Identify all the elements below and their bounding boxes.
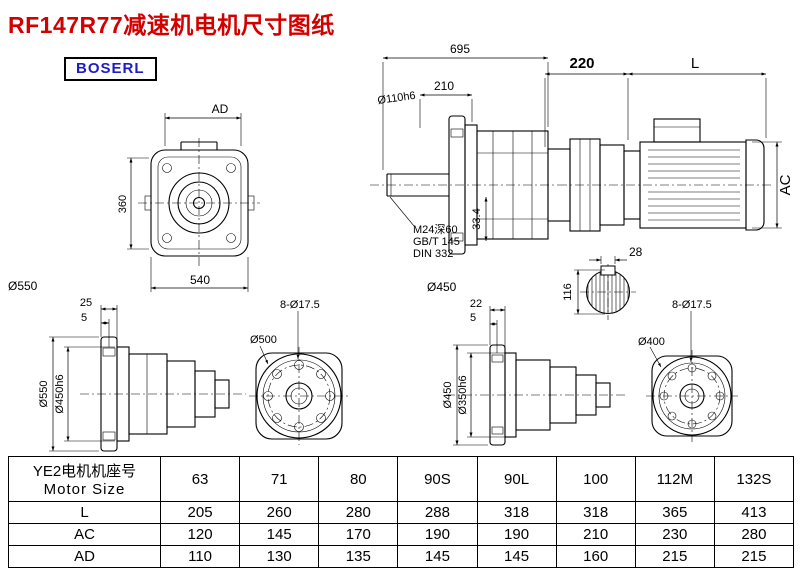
brand-logo: BOSERL (64, 57, 157, 81)
table-row-AC: AC 120 145 170 190 190 210 230 280 (8, 523, 795, 546)
cell-AD-90s: 145 (397, 545, 478, 568)
row-label-AD: AD (8, 545, 161, 568)
table-header-row: YE2电机机座号 Motor Size 63 71 80 90S 90L 100… (8, 456, 795, 502)
dim-spigot-450h6: Ø450h6 (54, 374, 66, 413)
dim-695: 695 (450, 42, 470, 56)
dim-33-4: 33.4 (471, 208, 483, 229)
cell-AC-90l: 190 (476, 523, 557, 546)
cell-AD-100: 160 (555, 545, 636, 568)
flange450-side-view: 22 5 Ø450 Ø350h6 (442, 298, 628, 446)
dim-outer-550: Ø550 (38, 381, 50, 408)
cell-L-90s: 288 (397, 501, 478, 524)
dim-holes-8x17-5b: 8-Ø17.5 (672, 299, 712, 311)
cell-L-71: 260 (239, 501, 320, 524)
dim-L: L (691, 55, 699, 72)
cell-L-132s: 413 (713, 501, 795, 524)
flange550-front-view: 8-Ø17.5 Ø500 (249, 299, 349, 445)
dim-210: 210 (434, 79, 454, 93)
cell-AC-90s: 190 (397, 523, 478, 546)
cell-AD-71: 130 (239, 545, 320, 568)
dim-5: 5 (81, 312, 87, 324)
dim-spigot-450: Ø450 (427, 280, 457, 294)
cell-AD-90l: 145 (476, 545, 557, 568)
cell-AC-132s: 280 (713, 523, 795, 546)
table-row-L: L 205 260 280 288 318 318 365 413 (8, 501, 795, 524)
dim-360: 360 (117, 195, 129, 213)
dim-22: 22 (470, 298, 482, 310)
cell-L-112m: 365 (634, 501, 715, 524)
shaft-keyway (600, 265, 616, 276)
motor-size-header: YE2电机机座号 Motor Size (8, 456, 161, 502)
gearbox-side-view: 695 210 Ø110h6 M24深60 GB/T 145 DIN 332 3… (370, 42, 558, 294)
cell-AD-80: 135 (318, 545, 399, 568)
cell-AC-100: 210 (555, 523, 636, 546)
dim-25: 25 (80, 297, 92, 309)
dim-ad: AD (212, 102, 229, 116)
motor-size-header-en: Motor Size (43, 481, 126, 498)
col-header-100: 100 (555, 456, 636, 502)
cell-L-80: 280 (318, 501, 399, 524)
motor-dimension-table: YE2电机机座号 Motor Size 63 71 80 90S 90L 100… (8, 456, 795, 568)
brand-logo-text: BOSERL (76, 60, 145, 77)
cell-AD-63: 110 (159, 545, 241, 568)
cell-AC-112m: 230 (634, 523, 715, 546)
col-header-90s: 90S (397, 456, 478, 502)
row-label-AC: AC (8, 523, 161, 546)
dim-28: 28 (629, 245, 643, 259)
dim-shaft-diameter: Ø110h6 (377, 90, 417, 107)
col-header-112m: 112M (634, 456, 715, 502)
cell-AC-80: 170 (318, 523, 399, 546)
cell-AC-63: 120 (159, 523, 241, 546)
flange450-front-view: 8-Ø17.5 Ø400 (638, 299, 738, 442)
cell-AD-112m: 215 (634, 545, 715, 568)
dim-flange-550: Ø550 (8, 279, 38, 293)
motor-size-header-cn: YE2电机机座号 (32, 463, 137, 480)
col-header-132s: 132S (713, 456, 795, 502)
dim-outer-450: Ø450 (442, 382, 454, 409)
cell-AD-132s: 215 (713, 545, 795, 568)
tap-hole-standard: GB/T 145 (413, 236, 460, 248)
dim-spigot-350h6: Ø350h6 (457, 375, 469, 414)
table-row-AD: AD 110 130 135 145 145 160 215 215 (8, 545, 795, 568)
dim-540: 540 (190, 273, 210, 287)
cell-L-63: 205 (159, 501, 241, 524)
col-header-63: 63 (159, 456, 241, 502)
dim-AC: AC (777, 174, 794, 195)
col-header-90l: 90L (476, 456, 557, 502)
tap-hole-din: DIN 332 (413, 248, 453, 260)
gearbox-front-view: AD 360 540 Ø550 (8, 102, 260, 293)
col-header-71: 71 (239, 456, 320, 502)
col-header-80: 80 (318, 456, 399, 502)
page-title: RF147R77减速机电机尺寸图纸 (8, 12, 335, 38)
row-label-L: L (8, 501, 161, 524)
dim-5b: 5 (470, 312, 476, 324)
dim-116: 116 (562, 283, 574, 301)
dim-bolt-circle-500: Ø500 (250, 334, 277, 346)
dim-holes-8x17-5: 8-Ø17.5 (280, 299, 320, 311)
cell-AC-71: 145 (239, 523, 320, 546)
cell-L-90l: 318 (476, 501, 557, 524)
dim-220: 220 (569, 55, 594, 72)
flange550-side-view: 25 5 Ø550 Ø450h6 (38, 297, 246, 452)
tap-hole-spec: M24深60 (413, 223, 458, 236)
cell-L-100: 318 (555, 501, 636, 524)
dim-bolt-circle-400: Ø400 (638, 336, 665, 348)
motor-side-view: 220 L AC (544, 55, 794, 320)
technical-drawing: AD 360 540 Ø550 (8, 42, 794, 452)
